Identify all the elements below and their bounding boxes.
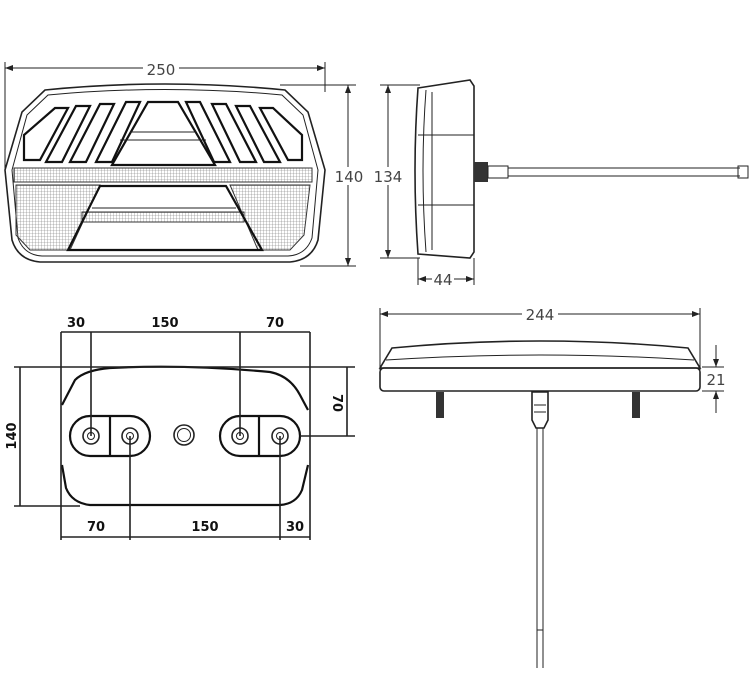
- side-height-label: 134: [374, 168, 403, 186]
- connector-right: [218, 414, 302, 458]
- top-view: 244 21: [378, 306, 726, 668]
- rear-bottom-dim-1: 70: [87, 520, 105, 535]
- center-hole: [173, 424, 195, 446]
- rear-top-dim-3: 70: [266, 316, 284, 331]
- side-view: 134 44: [373, 79, 749, 289]
- rear-bottom-dim-3: 30: [286, 520, 304, 535]
- rear-top-dim-2: 150: [151, 316, 178, 331]
- left-vents: [22, 100, 142, 164]
- rear-top-dim-1: 30: [67, 316, 85, 331]
- rear-offset-label: 70: [329, 394, 344, 412]
- top-thickness-label: 21: [706, 371, 725, 389]
- connector-left: [68, 414, 152, 458]
- side-depth-label: 44: [433, 271, 452, 289]
- rear-bottom-dim-2: 150: [191, 520, 218, 535]
- front-width-label: 250: [147, 61, 176, 79]
- front-view: 250 140: [4, 60, 364, 267]
- right-vents: [184, 100, 304, 164]
- rear-height-label: 140: [5, 422, 20, 449]
- top-width-label: 244: [526, 306, 555, 324]
- rear-view: 30 150 70 70 150 30 140 70: [5, 316, 355, 540]
- front-height-label: 140: [335, 168, 364, 186]
